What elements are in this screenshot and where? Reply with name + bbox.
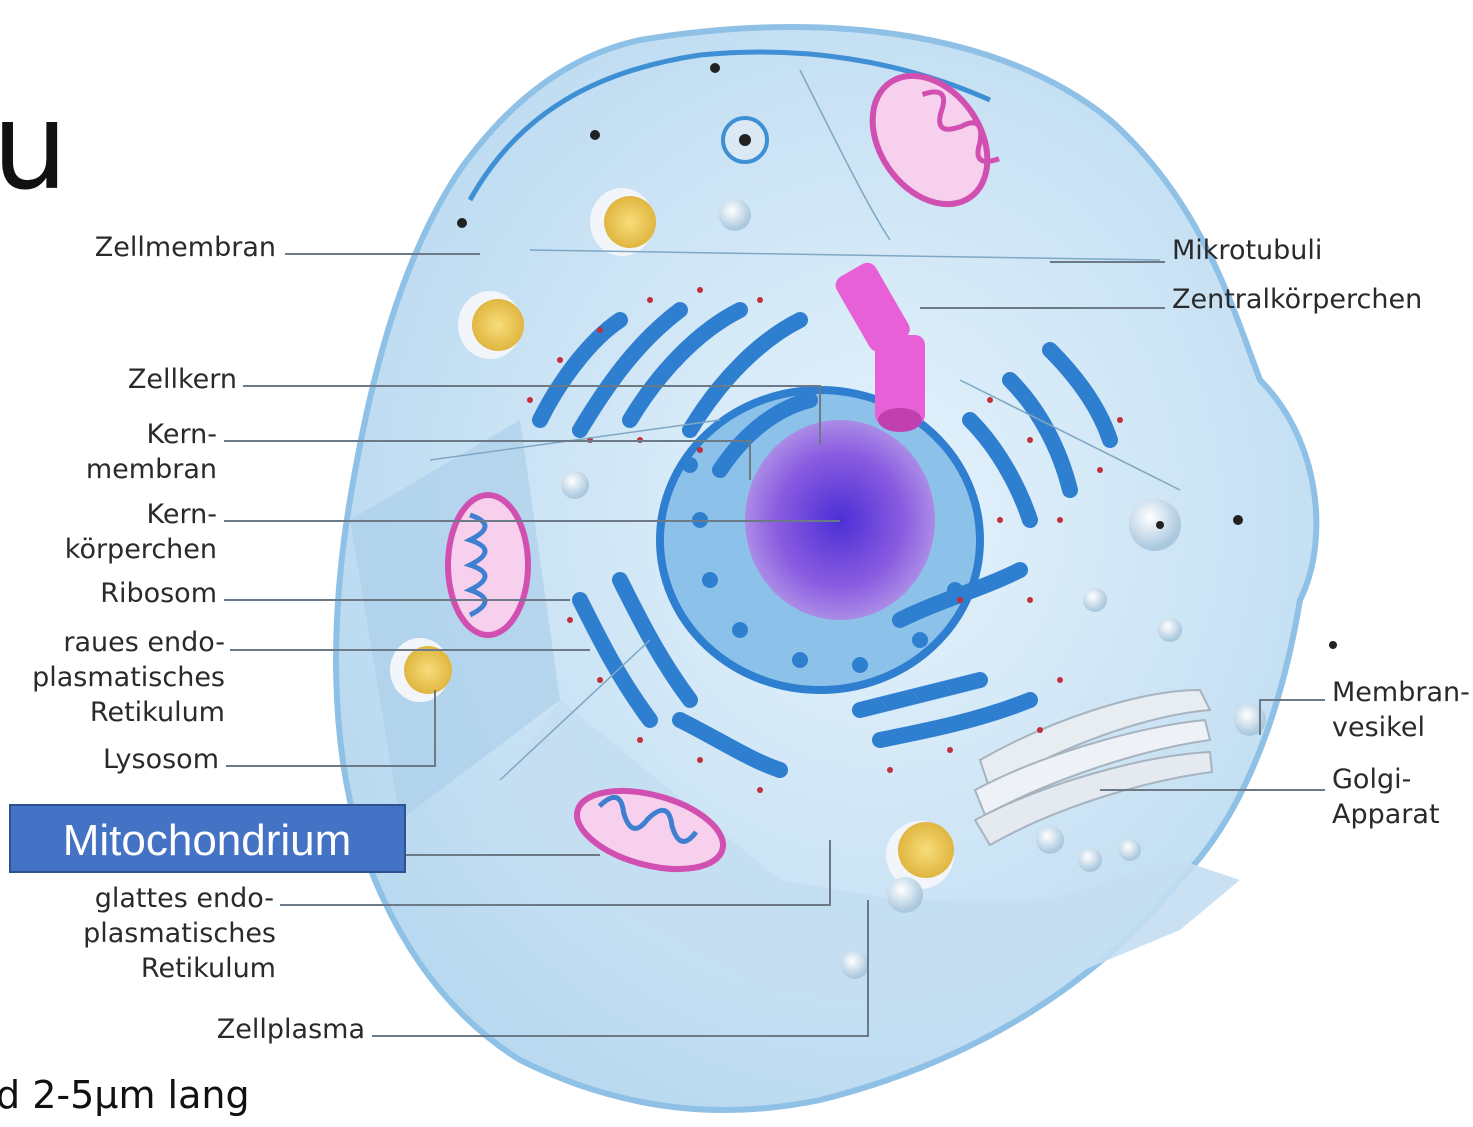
label-golgi-line2: Apparat bbox=[1332, 799, 1440, 830]
label-membranvesikel-line1: Membran- bbox=[1332, 677, 1470, 708]
label-raues-er-line2: plasmatisches bbox=[32, 662, 225, 693]
label-glattes-er-line3: Retikulum bbox=[141, 953, 276, 984]
title-fragment: u bbox=[0, 78, 68, 217]
label-glattes-er-line2: plasmatisches bbox=[83, 918, 276, 949]
label-membranvesikel-line2: vesikel bbox=[1332, 712, 1425, 743]
label-mitochondrium: Mitochondrium bbox=[63, 816, 352, 865]
label-golgi-line1: Golgi- bbox=[1332, 764, 1411, 795]
label-lysosom: Lysosom bbox=[103, 744, 219, 775]
label-kernkoerperchen-line2: körperchen bbox=[65, 534, 217, 565]
label-kernmembran-line1: Kern- bbox=[147, 419, 217, 450]
label-zellplasma: Zellplasma bbox=[217, 1014, 365, 1045]
label-zentralkoerperchen: Zentralkörperchen bbox=[1172, 284, 1422, 315]
label-raues-er-line3: Retikulum bbox=[90, 697, 225, 728]
label-mikrotubuli: Mikrotubuli bbox=[1172, 235, 1322, 266]
label-raues-er-line1: raues endo- bbox=[63, 627, 225, 658]
label-kernmembran-line2: membran bbox=[86, 454, 217, 485]
label-zellkern: Zellkern bbox=[128, 364, 237, 395]
label-glattes-er-line1: glattes endo- bbox=[95, 883, 274, 914]
label-zellmembran: Zellmembran bbox=[95, 232, 276, 263]
mitochondrium-highlight: Mitochondrium bbox=[10, 805, 405, 872]
label-kernkoerperchen-line1: Kern- bbox=[147, 499, 217, 530]
mitochondrion-left bbox=[448, 495, 528, 635]
footer-fragment: d 2-5µm lang bbox=[0, 1073, 250, 1117]
label-ribosom: Ribosom bbox=[100, 578, 217, 609]
